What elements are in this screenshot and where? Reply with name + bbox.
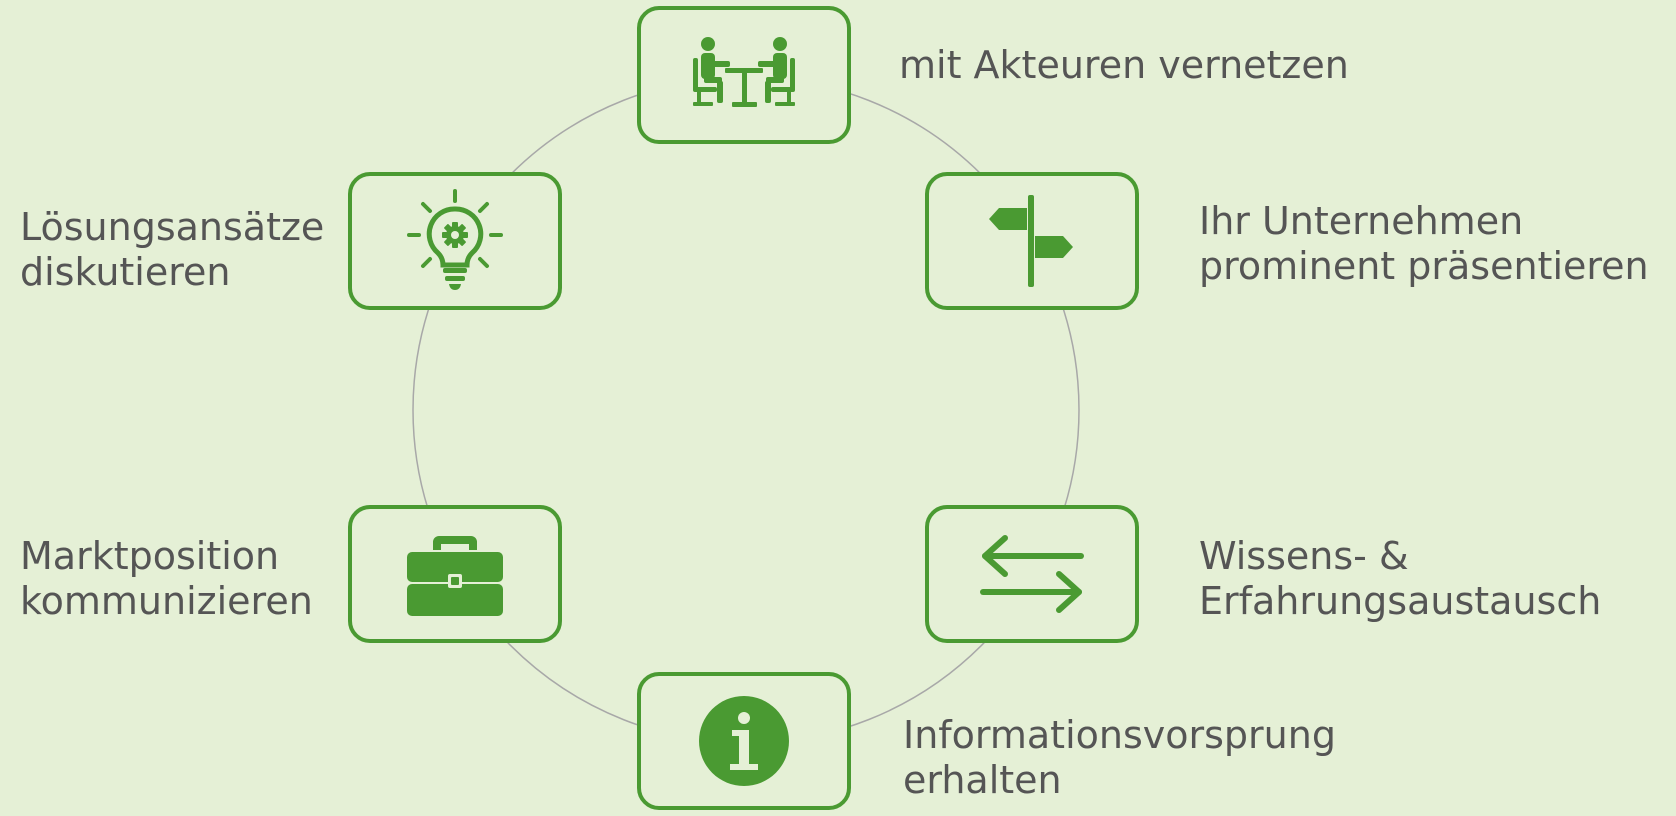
info-circle-icon — [699, 696, 789, 786]
label-line: erhalten — [903, 758, 1062, 802]
node-information — [637, 672, 851, 810]
label-line: Erfahrungsaustausch — [1199, 579, 1602, 623]
label-line: kommunizieren — [20, 579, 313, 623]
label-line: Marktposition — [20, 534, 280, 578]
label-exchange: Wissens- & Erfahrungsaustausch — [1199, 534, 1601, 624]
label-present: Ihr Unternehmen prominent präsentieren — [1199, 199, 1649, 289]
signpost-icon — [989, 195, 1073, 287]
label-line: Lösungsansätze — [20, 205, 325, 249]
label-line: prominent präsentieren — [1199, 244, 1649, 288]
label-line: diskutieren — [20, 250, 231, 294]
node-exchange — [925, 505, 1139, 643]
label-information: Informationsvorsprung erhalten — [903, 713, 1336, 803]
label-line: Ihr Unternehmen — [1199, 199, 1524, 243]
label-line: mit Akteuren vernetzen — [899, 43, 1349, 87]
label-market: Marktposition kommunizieren — [20, 534, 313, 624]
briefcase-icon — [407, 536, 503, 616]
label-line: Informationsvorsprung — [903, 713, 1336, 757]
label-line: Wissens- & — [1199, 534, 1409, 578]
node-network — [637, 6, 851, 144]
node-solutions — [348, 172, 562, 310]
meeting-people-icon — [693, 37, 795, 107]
exchange-arrows-icon — [980, 535, 1084, 613]
lightbulb-gear-icon — [407, 189, 503, 290]
node-market — [348, 505, 562, 643]
node-present — [925, 172, 1139, 310]
label-solutions: Lösungsansätze diskutieren — [20, 205, 324, 295]
label-network: mit Akteuren vernetzen — [899, 43, 1349, 88]
